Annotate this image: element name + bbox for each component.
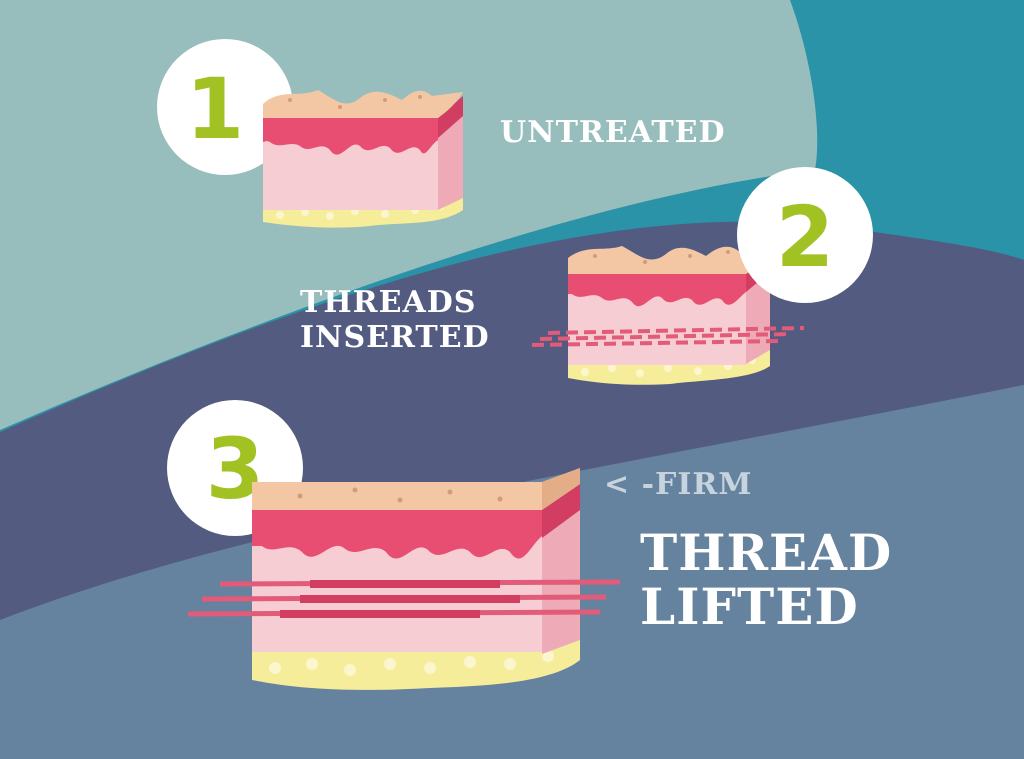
skin-epidermis-layer: [263, 118, 438, 155]
skin-epidermis-layer: [568, 274, 746, 307]
step-3-label-line-1: THREAD: [640, 523, 893, 582]
step-3-label-line-2: LIFTED: [640, 577, 859, 636]
skin-epidermis-layer: [252, 510, 542, 559]
step-1-number: 1: [186, 60, 244, 158]
step-2-label-line-1: THREADS: [300, 285, 477, 320]
step-2-number: 2: [776, 188, 834, 286]
skin-surface-layer: [263, 90, 463, 118]
step-2-label: THREADS INSERTED: [300, 285, 490, 355]
inserted-threads: [531, 326, 805, 347]
skin-surface-layer: [568, 246, 770, 274]
step-3-label: THREAD LIFTED: [640, 526, 892, 634]
lifting-threads: [187, 579, 621, 618]
step-3-group: 3: [167, 400, 621, 690]
skin-block-untreated: [263, 90, 463, 228]
firm-note: < -FIRM: [604, 467, 753, 502]
step-1-circle: [157, 39, 293, 175]
skin-block-thread-lifted: [187, 468, 621, 690]
step-2-circle: [737, 167, 873, 303]
step-2-label-line-2: INSERTED: [300, 319, 490, 355]
step-1-label: UNTREATED: [500, 115, 726, 150]
step-1-group: 1: [157, 39, 463, 228]
step-2-group: 2: [531, 167, 873, 385]
